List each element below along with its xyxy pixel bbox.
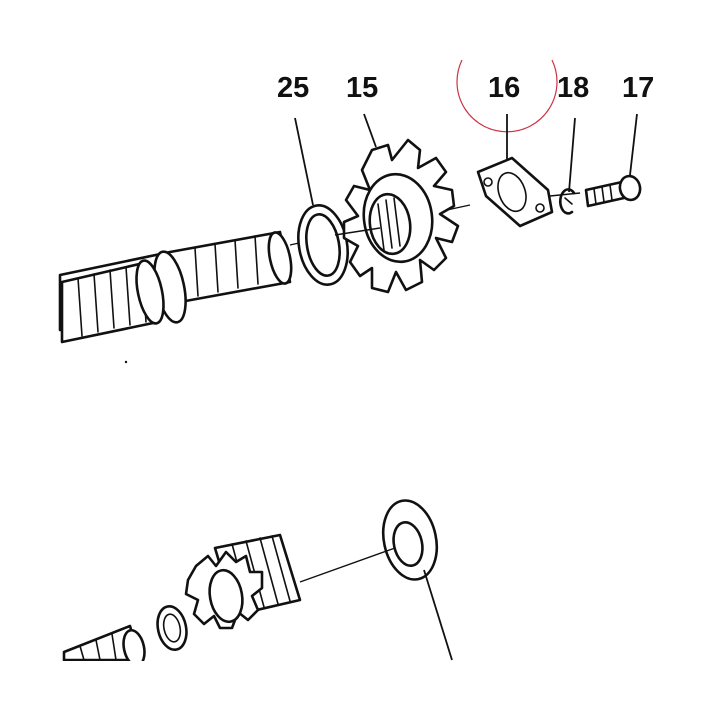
washer-25 [297, 204, 349, 286]
bottom-crop [0, 661, 720, 720]
screw-17 [584, 174, 642, 208]
label-16: 16 [488, 72, 520, 104]
lower-gear-assembly [62, 499, 453, 668]
sprocket-15 [334, 138, 460, 294]
lockplate-16 [476, 156, 554, 228]
leader-17 [629, 113, 638, 176]
leader-25 [294, 117, 314, 206]
upper-shaft [58, 230, 293, 344]
label-18: 18 [557, 72, 589, 104]
leader-18 [568, 117, 576, 193]
leader-15 [363, 113, 377, 148]
label-17: 17 [622, 72, 654, 104]
springwasher-18 [558, 188, 576, 215]
label-15: 15 [346, 72, 378, 104]
stray-dot [124, 360, 128, 364]
label-25: 25 [277, 72, 309, 104]
